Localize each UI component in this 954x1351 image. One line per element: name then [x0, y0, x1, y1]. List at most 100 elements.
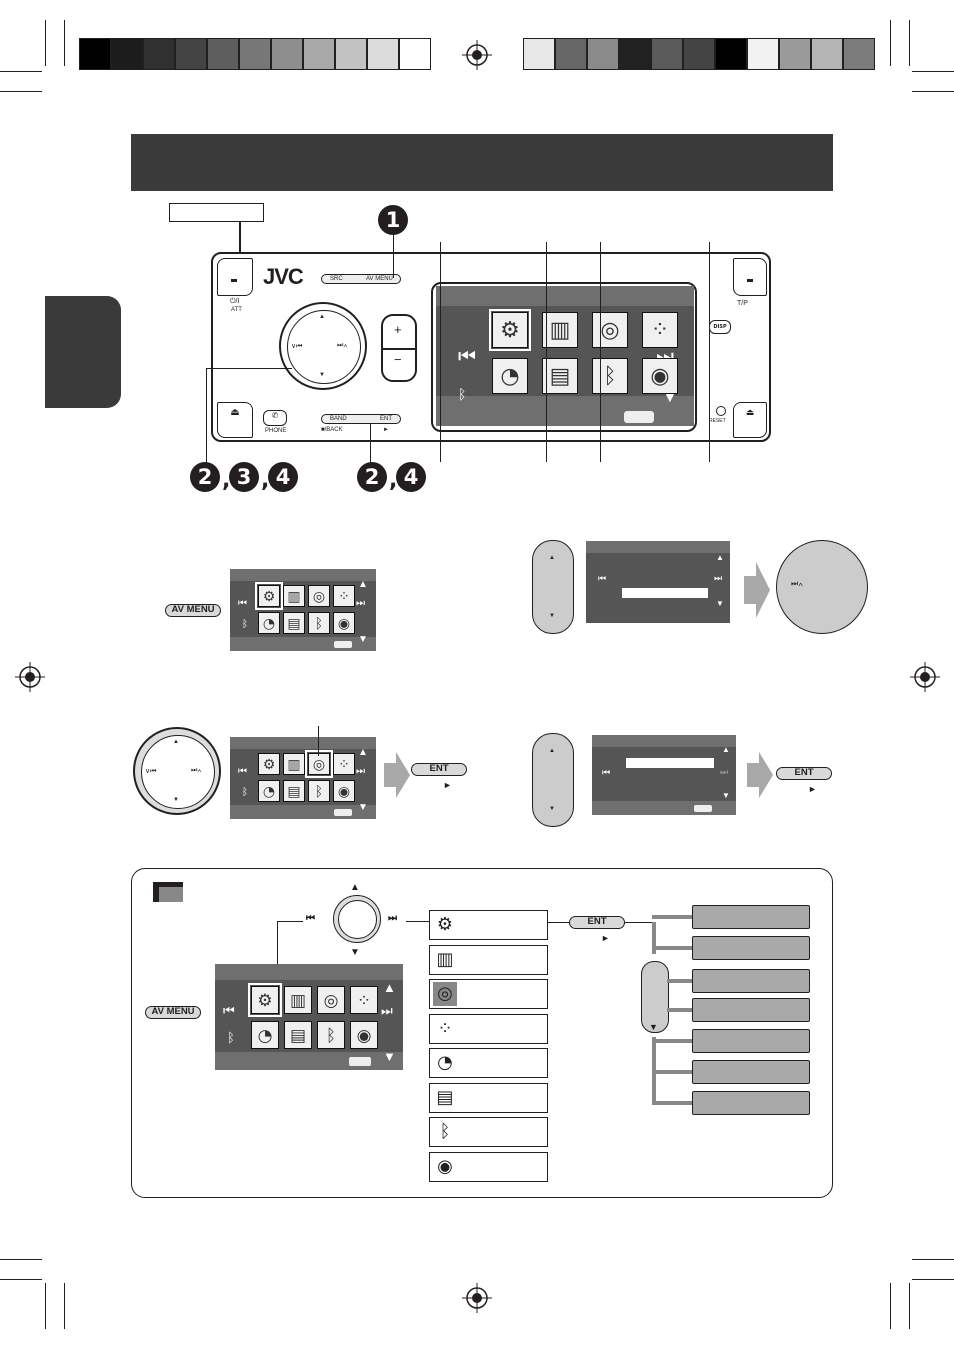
clock-icon[interactable]: ◔: [492, 358, 528, 394]
disc-icon[interactable]: ◉: [350, 1021, 378, 1049]
list-icon[interactable]: ▤: [283, 612, 305, 634]
ent-button[interactable]: ENT: [411, 763, 467, 776]
equalizer-icon[interactable]: ▥: [284, 986, 312, 1014]
submenu-item[interactable]: [692, 905, 810, 929]
setup-icon[interactable]: ⚙: [255, 582, 283, 610]
nav-icon: ⏭: [356, 766, 365, 778]
color-swatch: [239, 38, 271, 70]
submenu-item[interactable]: [692, 936, 810, 960]
menu-item-fader[interactable]: ⁘: [429, 1013, 548, 1044]
band-ent-bar[interactable]: BAND ENT: [321, 414, 401, 424]
nav-icon: ⏭: [381, 1002, 393, 1018]
av-menu-button[interactable]: AV MENU: [145, 1006, 201, 1019]
equalizer-icon[interactable]: ▥: [283, 585, 305, 607]
clock-icon[interactable]: ◔: [251, 1021, 279, 1049]
tp-button[interactable]: [733, 258, 767, 296]
speaker-icon[interactable]: ◎: [317, 986, 345, 1014]
src-avmenu-bar[interactable]: SRC AV MENU: [321, 274, 401, 284]
list-icon[interactable]: ▤: [284, 1021, 312, 1049]
nav-icon: ᛒ: [242, 618, 248, 630]
speaker-icon[interactable]: ◎: [308, 585, 330, 607]
list-icon[interactable]: ▤: [283, 780, 305, 802]
menu-item-equalizer[interactable]: ▥: [429, 944, 548, 975]
up-arrow-icon: ▲: [350, 882, 360, 893]
color-swatch: [143, 38, 175, 70]
eject-button[interactable]: ⏏: [217, 402, 253, 438]
bluetooth-icon[interactable]: ᛒ: [308, 780, 330, 802]
volume-up[interactable]: +: [394, 322, 402, 337]
submenu-item[interactable]: [692, 969, 810, 993]
power-button[interactable]: [217, 258, 253, 296]
leader-line: [206, 368, 292, 369]
fader-icon[interactable]: ⁘: [642, 312, 678, 348]
equalizer-icon: ▥: [433, 947, 457, 972]
att-label: ATT: [231, 307, 242, 313]
section-marker: [153, 882, 183, 902]
phone-label: PHONE: [265, 428, 287, 434]
disc-icon[interactable]: ◉: [642, 358, 678, 394]
step-4-badge: 4: [268, 462, 298, 492]
menu-item-clock[interactable]: ◔: [429, 1048, 548, 1078]
menu-item-list[interactable]: ▤: [429, 1082, 548, 1113]
bluetooth-icon[interactable]: ᛒ: [592, 358, 628, 394]
av-menu-button[interactable]: AV MENU: [165, 604, 221, 617]
speaker-icon[interactable]: ◎: [592, 312, 628, 348]
crop-mark: [0, 71, 42, 72]
color-swatch: [843, 38, 875, 70]
disc-icon[interactable]: ◉: [333, 612, 355, 634]
leader-line: [546, 242, 547, 462]
mini-screen-select: ⚙▥◎⁘◔▤ᛒ◉⏮⏭▲▼ᛒ: [230, 737, 376, 819]
submenu-item[interactable]: [692, 1029, 810, 1053]
leader-line: [709, 242, 710, 462]
disc-icon[interactable]: ◉: [333, 780, 355, 802]
step-2-badge: 2: [190, 462, 220, 492]
disp-button[interactable]: DISP: [709, 320, 731, 334]
volume-down[interactable]: −: [394, 352, 402, 367]
clock-icon[interactable]: ◔: [258, 612, 280, 634]
fader-icon[interactable]: ⁘: [333, 585, 355, 607]
setup-icon[interactable]: ⚙: [489, 309, 531, 351]
control-dial-small[interactable]: ▲ ▼ ∨⏮ ⏭∧: [133, 727, 221, 815]
setup-icon[interactable]: ⚙: [248, 983, 282, 1017]
dial-side-view: [641, 961, 669, 1033]
prev-icon: ⏮: [306, 913, 315, 924]
menu-item-speaker[interactable]: ◎: [429, 979, 548, 1009]
ent-button[interactable]: ENT: [776, 767, 832, 780]
list-icon: ▤: [433, 1085, 457, 1110]
clock-icon[interactable]: ◔: [258, 780, 280, 802]
speaker-icon[interactable]: ◎: [305, 750, 333, 778]
ent-button[interactable]: ENT: [569, 916, 625, 929]
menu-item-bluetooth[interactable]: ᛒ: [429, 1117, 548, 1147]
av-menu-label: AV MENU: [366, 276, 393, 282]
control-dial[interactable]: ▲ ▼ ∨⏮ ⏭∧: [279, 302, 367, 390]
play-label: ►: [383, 427, 389, 433]
control-dial-mini[interactable]: [333, 895, 381, 943]
fader-icon[interactable]: ⁘: [350, 986, 378, 1014]
play-arrow: ►: [601, 933, 610, 943]
submenu-item[interactable]: [692, 1060, 810, 1084]
bluetooth-icon[interactable]: ᛒ: [308, 612, 330, 634]
submenu-item[interactable]: [692, 998, 810, 1022]
submenu-item[interactable]: [692, 1091, 810, 1115]
phone-button[interactable]: ✆: [263, 410, 287, 426]
crop-mark: [64, 1283, 65, 1329]
nav-icon: ⏮: [238, 598, 247, 610]
volume-rocker[interactable]: + −: [381, 314, 417, 382]
menu-item-disc[interactable]: ◉: [429, 1151, 548, 1182]
detach-button[interactable]: ⏏: [733, 402, 767, 438]
list-icon[interactable]: ▤: [542, 358, 578, 394]
equalizer-icon[interactable]: ▥: [283, 753, 305, 775]
fader-icon[interactable]: ⁘: [333, 753, 355, 775]
tp-label: T/P: [737, 300, 748, 307]
step-1-badge: 1: [378, 205, 408, 235]
setup-icon[interactable]: ⚙: [258, 753, 280, 775]
menu-item-setup[interactable]: ⚙: [429, 910, 548, 940]
equalizer-icon[interactable]: ▥: [542, 312, 578, 348]
page-title-banner: [131, 134, 833, 191]
leader-line: [370, 424, 371, 464]
registration-target-icon: [462, 1283, 492, 1313]
bluetooth-icon[interactable]: ᛒ: [317, 1021, 345, 1049]
reset-button[interactable]: [716, 406, 726, 416]
down-icon: ▼: [319, 372, 325, 378]
color-swatch: [175, 38, 207, 70]
